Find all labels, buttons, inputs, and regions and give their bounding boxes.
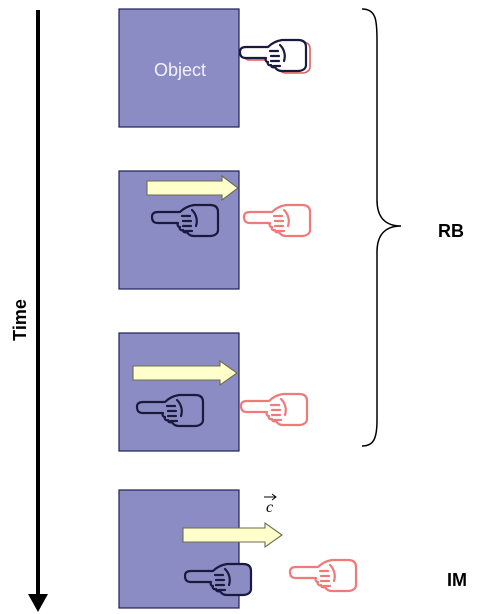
touching-hand-icon: [238, 38, 311, 74]
im-label: IM: [447, 570, 467, 590]
rb-brace: [361, 8, 402, 447]
time-axis-arrowhead: [28, 594, 48, 612]
pointing-hand-red-icon-3: [239, 392, 309, 427]
motion-arrow-4: [182, 521, 283, 549]
object-label: Object: [154, 60, 206, 80]
pointing-hand-red-icon-4: [288, 558, 358, 593]
motion-arrow-2: [146, 174, 239, 202]
object-box-3: [118, 332, 240, 452]
pointing-hand-red-icon-2: [242, 203, 312, 238]
rb-label: RB: [438, 221, 464, 241]
object-box-1: [118, 8, 240, 128]
vector-c-label: c: [266, 499, 273, 516]
motion-arrow-3: [132, 359, 238, 387]
vector-c-arrow-accent: [264, 493, 277, 501]
time-label: Time: [10, 299, 30, 341]
